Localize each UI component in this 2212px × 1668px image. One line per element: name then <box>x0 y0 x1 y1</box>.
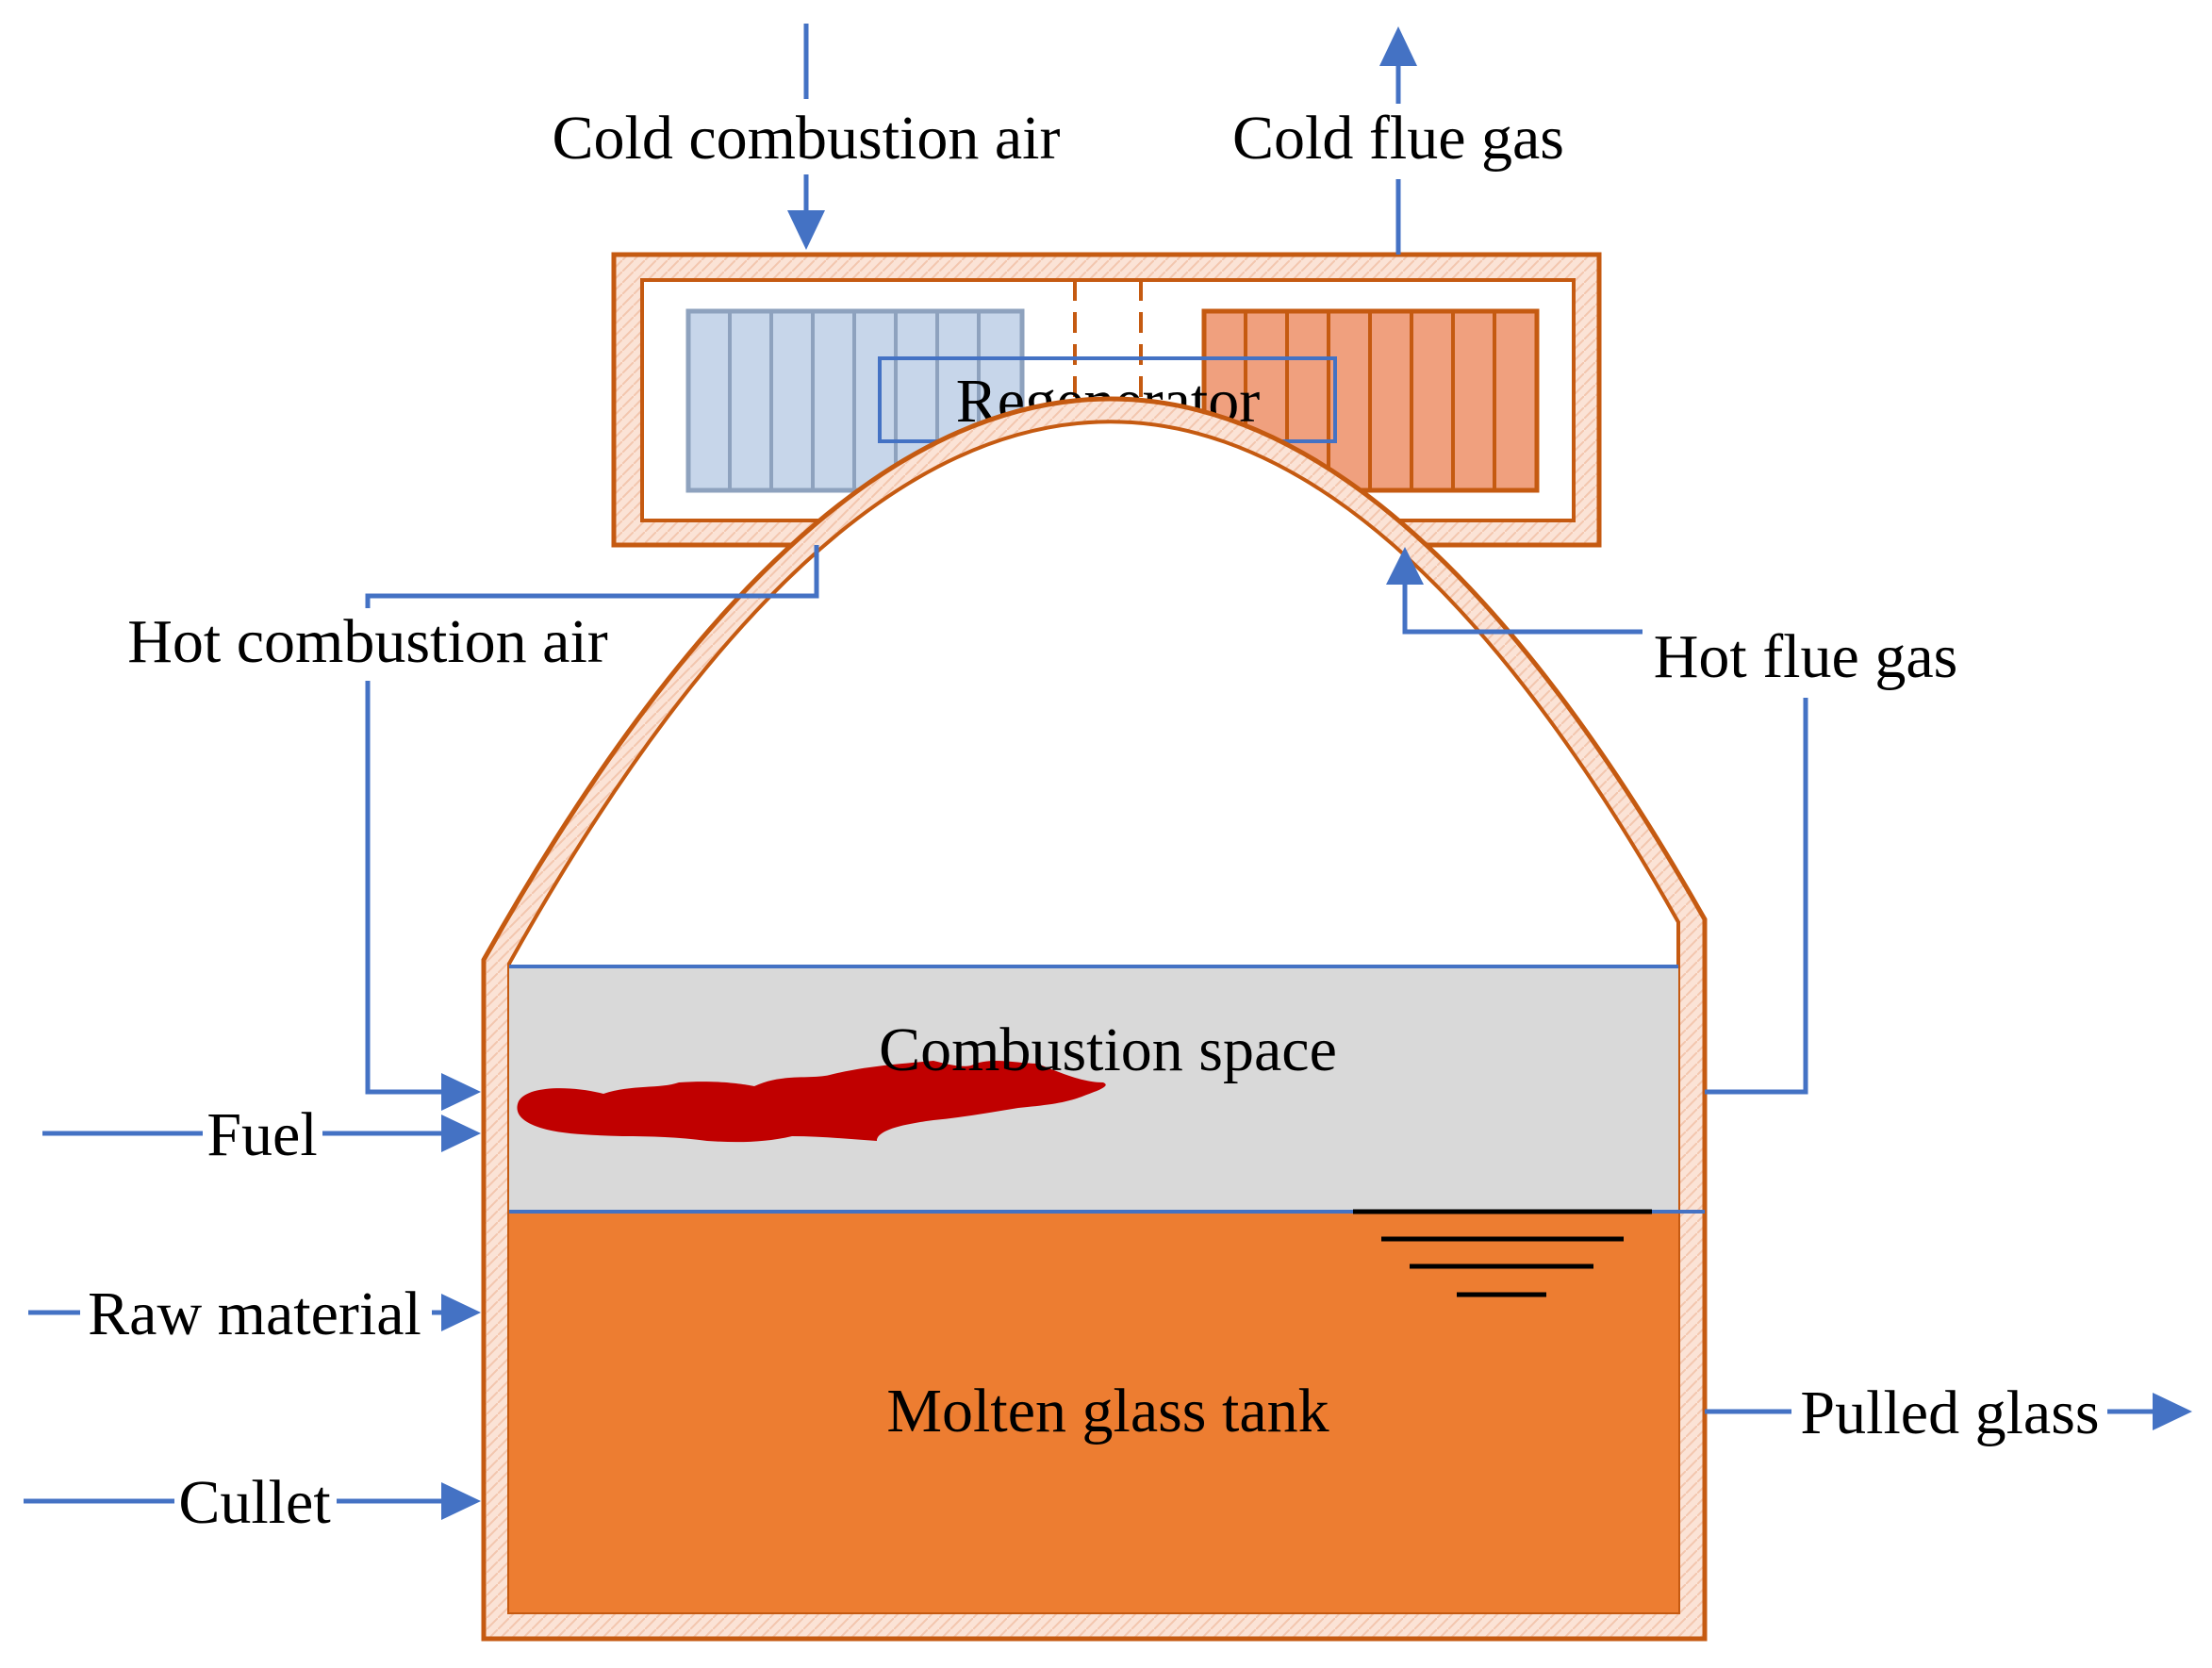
fuel-flow: Fuel <box>42 1100 481 1169</box>
flame <box>517 1060 1106 1143</box>
up-arrow-icon <box>1379 26 1417 66</box>
raw-material-label: Raw material <box>88 1280 421 1348</box>
combustion-space-label: Combustion space <box>879 1016 1337 1084</box>
molten-glass-tank-label: Molten glass tank <box>886 1377 1329 1445</box>
right-arrow-icon <box>441 1294 481 1331</box>
right-arrow-icon <box>441 1115 481 1152</box>
hot-checker-chamber <box>1201 308 1540 493</box>
fuel-label: Fuel <box>206 1100 317 1169</box>
raw-material-flow: Raw material <box>28 1280 481 1348</box>
up-arrow-icon <box>1386 547 1424 585</box>
hot-combustion-air-flow: Hot combustion air <box>127 545 819 1111</box>
pulled-glass-flow: Pulled glass <box>1705 1379 2192 1447</box>
liquid-level-symbol <box>1353 1209 1652 1297</box>
cullet-label: Cullet <box>178 1468 330 1537</box>
pulled-glass-label: Pulled glass <box>1800 1379 2099 1447</box>
molten-glass <box>509 1212 1678 1612</box>
hot-combustion-air-label: Hot combustion air <box>127 607 608 676</box>
cold-combustion-air-flow: Cold combustion air <box>553 24 1061 250</box>
right-arrow-icon <box>441 1482 481 1520</box>
hot-flue-gas-label: Hot flue gas <box>1654 622 1958 691</box>
cullet-flow: Cullet <box>24 1468 481 1537</box>
hot-flue-gas-flow: Hot flue gas <box>1386 547 1958 1095</box>
furnace: Combustion space Molten glass tank <box>481 396 1708 1642</box>
regenerator: Regenerator <box>611 252 1602 548</box>
down-arrow-icon <box>787 210 825 250</box>
right-arrow-icon <box>2153 1393 2192 1430</box>
cold-combustion-air-label: Cold combustion air <box>553 104 1061 173</box>
cold-flue-gas-flow: Cold flue gas <box>1232 26 1564 255</box>
right-arrow-icon <box>441 1073 481 1111</box>
cold-flue-gas-label: Cold flue gas <box>1232 104 1564 173</box>
